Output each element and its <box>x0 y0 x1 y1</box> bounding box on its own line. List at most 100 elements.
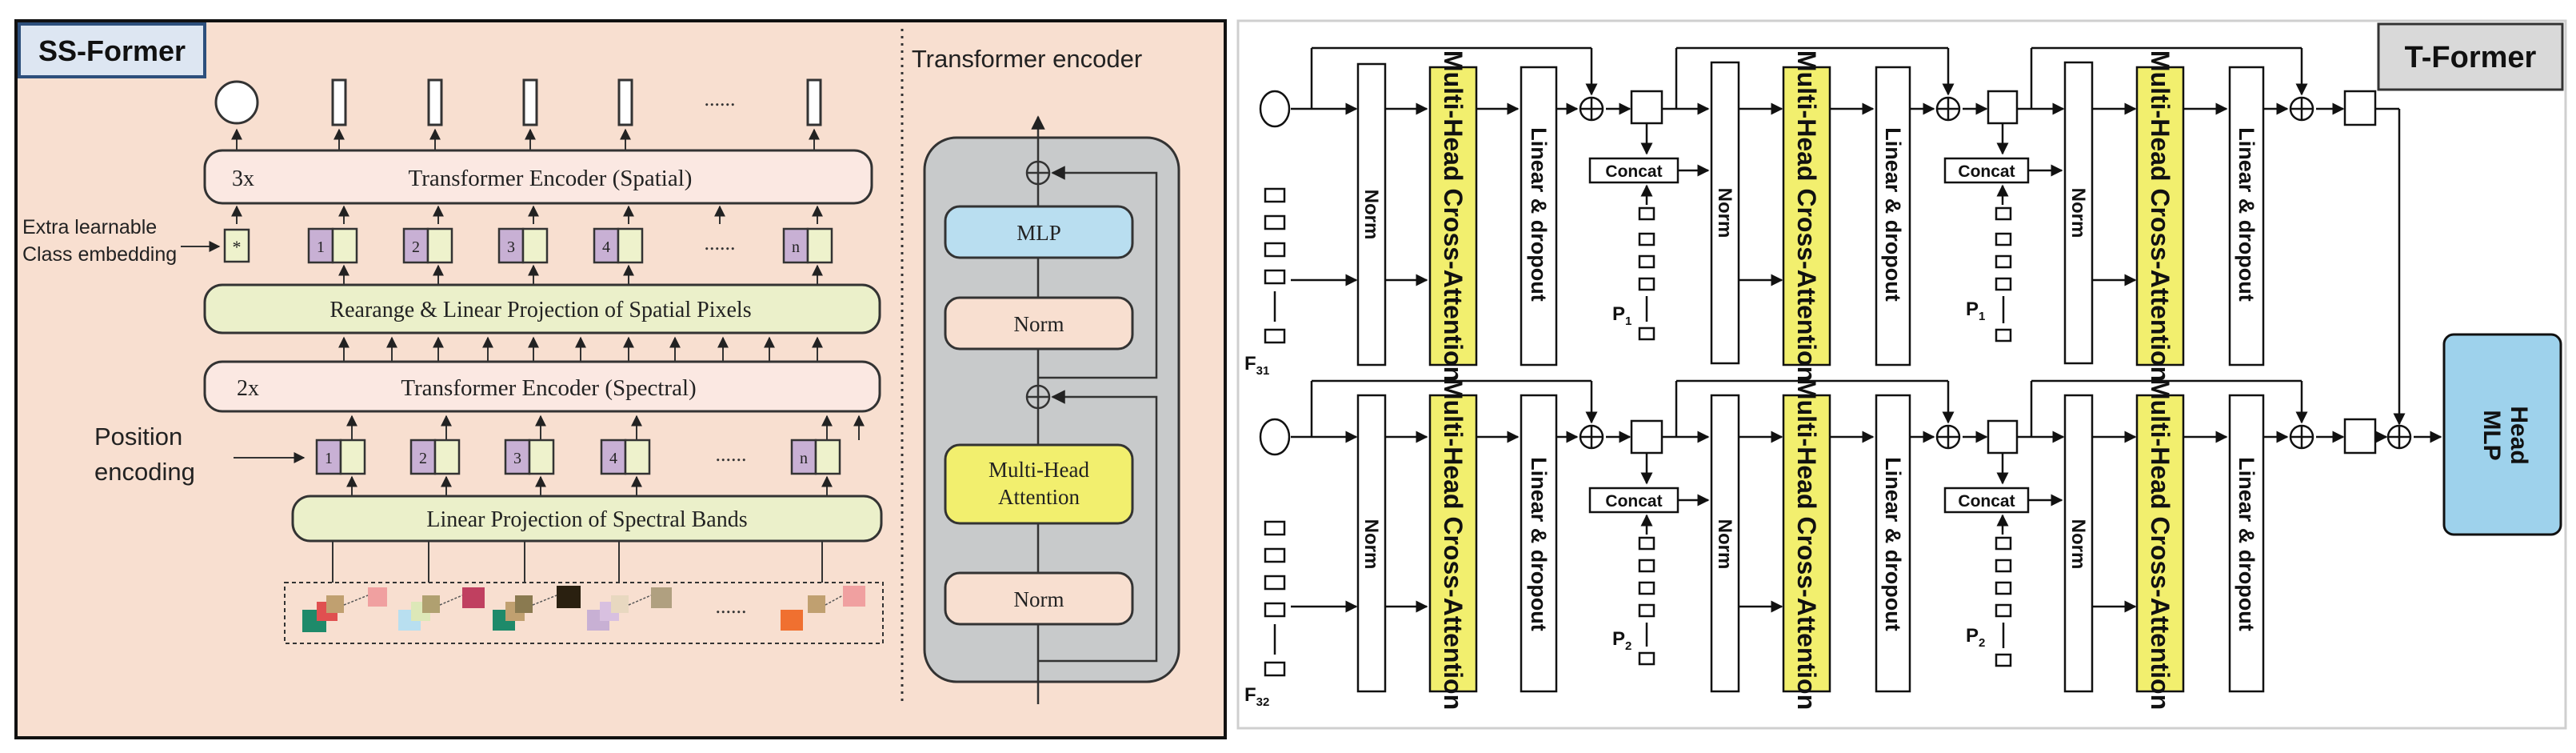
spatial-token-ellipsis: ...... <box>705 231 736 254</box>
residual-path-top <box>1038 166 1158 379</box>
spectral-token-pair: 4 <box>600 439 651 475</box>
mlp-head-box <box>2442 333 2562 536</box>
top-cls-token-3 <box>2343 90 2377 126</box>
top-norm-1 <box>1356 62 1387 366</box>
detail-mha-label-line1: Multi-Head <box>988 458 1089 482</box>
bottom-linear-dropout-2-label: Linear & dropout <box>1881 457 1905 631</box>
mlp-head-label-line1: MLP <box>2478 410 2505 460</box>
bottom-input-tokens <box>1264 520 1286 677</box>
spatial-token-number: 2 <box>412 238 420 256</box>
bottom-mhca-2 <box>1782 394 1831 693</box>
spatial-token-number: 1 <box>317 238 325 256</box>
bottom-norm-1 <box>1356 394 1387 693</box>
top-linear-dropout-3-label: Linear & dropout <box>2235 127 2258 302</box>
p2-label-a: P2 <box>1612 628 1631 653</box>
bottom-norm-2-label: Norm <box>1714 519 1735 570</box>
spectral-token-pair: 3 <box>504 439 555 475</box>
detail-mha-label-line2: Attention <box>998 485 1080 509</box>
rearrange-projection-box <box>203 283 881 334</box>
top-cls-token-2 <box>1987 90 2019 125</box>
spatial-token-number: 3 <box>507 238 515 256</box>
residual-path-bottom <box>1038 390 1158 663</box>
transformer-encoder-spatial <box>203 149 873 205</box>
detail-mha-box <box>944 443 1134 525</box>
output-token <box>617 78 633 126</box>
t-former-bottom-branch: F32 Norm Multi-Head Cross-Attention Line… <box>1244 379 2442 710</box>
top-mhca-3 <box>2135 66 2185 366</box>
bottom-norm-2 <box>1710 394 1740 693</box>
patch-group <box>398 587 485 631</box>
spatial-repeat-count: 3x <box>232 166 254 191</box>
spatial-token-number: n <box>792 238 800 256</box>
bottom-cls-token-2 <box>1987 419 2019 455</box>
bottom-concat-1-label: Concat <box>1605 492 1662 511</box>
bottom-norm-3-label: Norm <box>2067 519 2089 570</box>
bottom-mhca-2-label: Multi-Head Cross-Attention <box>1792 379 1821 710</box>
t-former-panel: T-Former F31 <box>1236 19 2567 730</box>
bottom-mhca-3-label: Multi-Head Cross-Attention <box>2146 379 2175 710</box>
detail-norm-upper-box <box>944 296 1134 350</box>
output-arrows <box>231 128 820 150</box>
bottom-class-token <box>1259 418 1291 456</box>
bottom-mhca-3 <box>2135 394 2185 693</box>
spatial-encoder-label: Transformer Encoder (Spatial) <box>409 166 693 191</box>
bottom-linear-dropout-3-label: Linear & dropout <box>2235 457 2258 631</box>
t-former-top-branch: F31 Norm Multi-Head Cross-Attention Line… <box>1244 46 2406 426</box>
top-norm-3 <box>2063 61 2094 365</box>
rearrange-arrows <box>338 264 823 285</box>
spectral-token-pair: 2 <box>409 439 461 475</box>
linear-projection-spectral-box <box>291 495 883 543</box>
extra-learnable-label-line1: Extra learnable <box>22 216 157 238</box>
bottom-cls-token-3 <box>2343 418 2377 455</box>
top-linear-dropout-1-label: Linear & dropout <box>1527 127 1551 302</box>
top-norm-3-label: Norm <box>2067 188 2089 238</box>
p1-label-b: P1 <box>1966 298 1985 323</box>
spectral-token-pair: n <box>790 439 841 475</box>
class-token-mark: * <box>233 237 242 257</box>
spectral-repeat-count: 2x <box>237 376 259 401</box>
p2-tokens-a <box>1638 536 1655 666</box>
spectral-token-up-arrows <box>346 415 865 440</box>
top-cls-token-1 <box>1630 90 1663 125</box>
bottom-norm-3 <box>2063 394 2094 693</box>
p2-label-b: P2 <box>1966 625 1985 650</box>
output-token <box>427 78 443 126</box>
detail-norm-lower-box <box>944 571 1134 626</box>
output-token <box>806 78 822 126</box>
f31-label: F31 <box>1244 353 1269 378</box>
spectral-token-number: 2 <box>419 450 427 467</box>
output-token <box>331 78 347 126</box>
projection-to-token-arrows <box>346 475 833 496</box>
t-former-badge-text: T-Former <box>2405 41 2537 74</box>
input-patch-groups: ...... <box>302 586 865 632</box>
top-concat-1-label: Concat <box>1605 162 1662 181</box>
top-class-token <box>1259 90 1291 128</box>
bottom-norm-1-label: Norm <box>1360 519 1382 570</box>
spectral-encoder-label: Transformer Encoder (Spectral) <box>401 375 696 401</box>
patch-group <box>302 587 387 632</box>
patch-group <box>493 586 581 631</box>
position-encoding-line2: encoding <box>94 458 195 486</box>
transformer-encoder-spectral <box>203 360 881 413</box>
spatial-token-pair: 4 <box>593 227 644 264</box>
spatial-token-pair: 1 <box>307 227 358 264</box>
bottom-linear-dropout-1 <box>1520 394 1558 693</box>
spectral-token-ellipsis: ...... <box>716 443 747 466</box>
t-former-badge <box>2377 22 2564 91</box>
encoder-detail-box <box>923 136 1180 683</box>
top-concat-1 <box>1588 157 1679 184</box>
top-norm-2 <box>1710 61 1740 365</box>
mlp-head-label-line2: Head <box>2506 406 2532 464</box>
p1-tokens-a <box>1638 206 1655 341</box>
ss-former-badge <box>18 22 206 78</box>
top-mhca-2 <box>1782 66 1831 366</box>
f32-label: F32 <box>1244 684 1269 709</box>
top-mhca-1 <box>1428 66 1478 366</box>
position-encoding-line1: Position <box>94 423 182 451</box>
top-norm-1-label: Norm <box>1360 190 1382 240</box>
top-linear-dropout-3 <box>2228 66 2265 366</box>
top-mhca-2-label: Multi-Head Cross-Attention <box>1792 50 1821 382</box>
top-input-tokens <box>1264 187 1286 344</box>
spectral-token-pair: 1 <box>315 439 366 475</box>
